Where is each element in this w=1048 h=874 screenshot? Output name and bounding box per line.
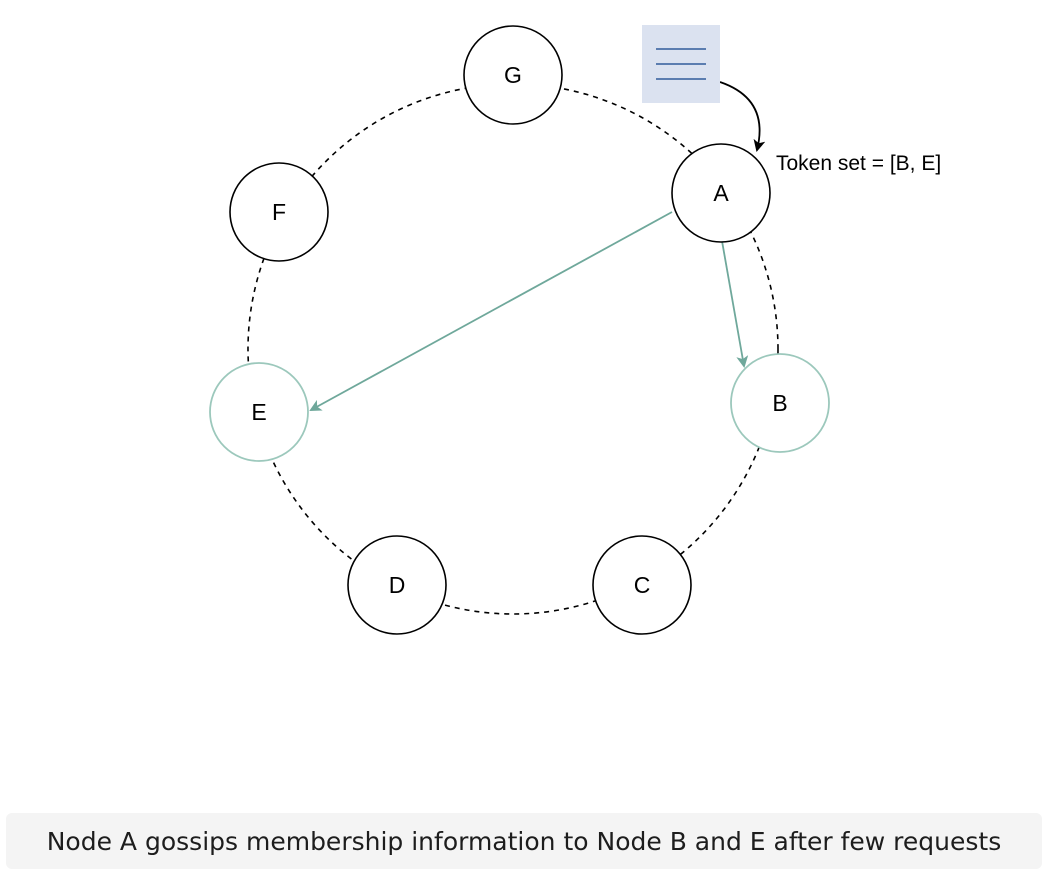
token-set-label: Token set = [B, E] bbox=[776, 152, 941, 175]
node-f: F bbox=[229, 162, 329, 262]
node-e-label: E bbox=[251, 399, 266, 425]
gossip-arrow-a-to-b bbox=[721, 240, 749, 368]
node-f-label: F bbox=[272, 199, 286, 225]
node-c: C bbox=[592, 535, 692, 635]
node-g: G bbox=[463, 25, 563, 125]
caption-box: Node A gossips membership information to… bbox=[6, 813, 1042, 869]
node-e: E bbox=[209, 362, 309, 462]
node-ring bbox=[247, 83, 779, 615]
document-icon bbox=[642, 25, 720, 103]
node-d: D bbox=[347, 535, 447, 635]
node-b-label: B bbox=[772, 390, 787, 416]
node-g-label: G bbox=[504, 62, 522, 88]
node-c-label: C bbox=[634, 572, 651, 598]
node-a: A bbox=[671, 143, 771, 243]
node-b: B bbox=[730, 353, 830, 453]
node-a-label: A bbox=[713, 180, 729, 206]
gossip-arrow-a-to-e bbox=[309, 211, 673, 411]
request-arrow bbox=[719, 81, 766, 152]
node-d-label: D bbox=[389, 572, 406, 598]
caption-text: Node A gossips membership information to… bbox=[46, 826, 1002, 856]
